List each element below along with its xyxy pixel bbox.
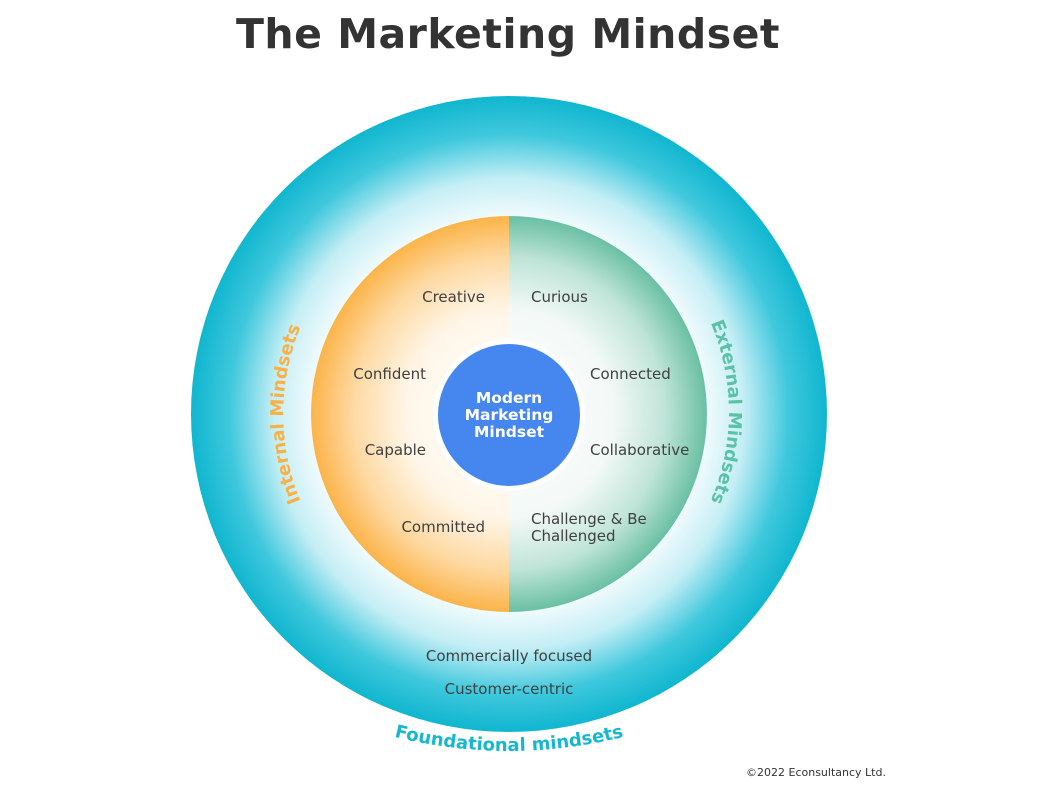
external-item-challenge-line-1: Challenge & Be xyxy=(531,510,647,528)
foundational-item-customer-centric: Customer-centric xyxy=(445,680,574,698)
center-line-3: Mindset xyxy=(474,423,545,441)
internal-item-creative: Creative xyxy=(422,288,485,306)
copyright-notice: ©2022 Econsultancy Ltd. xyxy=(746,766,886,779)
internal-mindsets-half xyxy=(311,216,509,612)
external-mindsets-half xyxy=(509,216,707,612)
internal-item-confident: Confident xyxy=(353,365,426,383)
center-line-2: Marketing xyxy=(465,406,554,424)
foundational-item-commercially-focused: Commercially focused xyxy=(426,647,592,665)
external-item-connected: Connected xyxy=(590,365,671,383)
internal-item-capable: Capable xyxy=(365,441,426,459)
page-title: The Marketing Mindset xyxy=(235,10,781,58)
external-item-challenge-line-2: Challenged xyxy=(531,527,616,545)
center-line-1: Modern xyxy=(476,389,542,407)
internal-item-committed: Committed xyxy=(401,518,485,536)
external-item-collaborative: Collaborative xyxy=(590,441,689,459)
external-item-curious: Curious xyxy=(531,288,588,306)
center-core xyxy=(438,344,580,486)
